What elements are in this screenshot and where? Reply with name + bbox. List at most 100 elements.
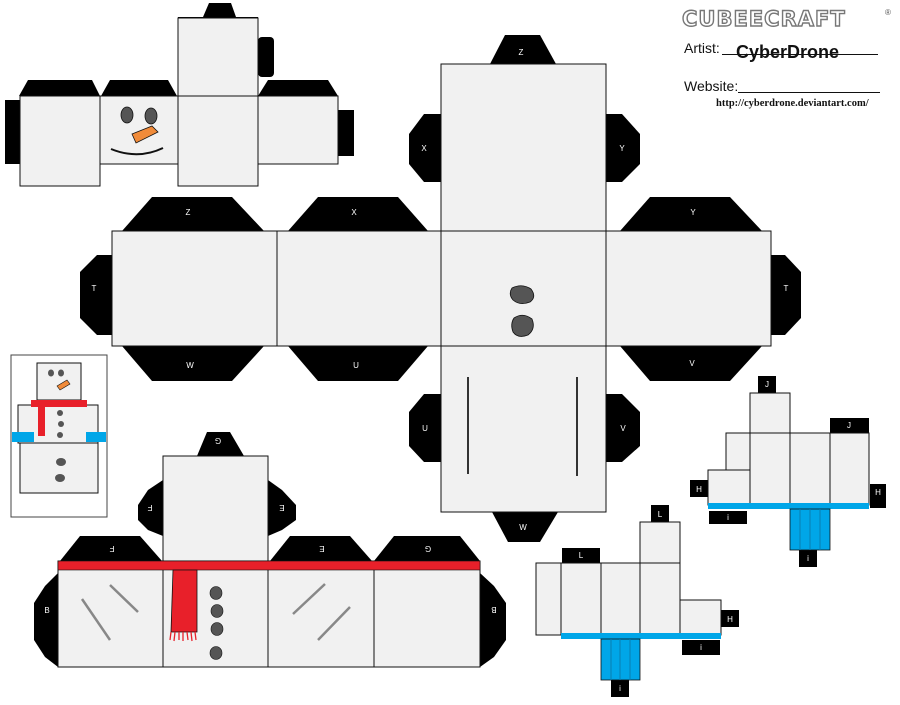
tab-label-y-2: Y [690, 208, 696, 217]
arm2-cuff-strip [561, 633, 721, 639]
body-left-upper-tab-x [409, 114, 441, 182]
preview-coal-2 [55, 474, 65, 482]
tab-label-z-2: Z [186, 208, 191, 217]
tab-label-v-2: V [620, 424, 626, 433]
artist-label: Artist: [684, 40, 720, 56]
arm2-panel-a [560, 562, 602, 636]
tab-label-f-2: F [109, 544, 114, 553]
legs-right-end-tab-b [480, 573, 506, 667]
arm2-bottom-tab-i [682, 640, 720, 655]
tab-label-h-2: H [875, 488, 881, 497]
preview-coal-1 [56, 458, 66, 466]
tab-label-x: X [421, 144, 427, 153]
arm2-cuff-tab-i [611, 680, 629, 697]
arm2-panel-d [535, 562, 562, 636]
arm1-top-panel [749, 392, 791, 434]
head-top-panel [177, 17, 259, 97]
preview-head [36, 362, 82, 401]
preview-scarf-end [38, 405, 45, 436]
body-right-lower-tab-v [606, 394, 640, 462]
tab-label-i: i [727, 513, 729, 522]
tab-label-h: H [696, 485, 702, 494]
tab-label-i-2: i [807, 554, 809, 563]
head-right-end-tab [338, 110, 354, 156]
head-face-panel [99, 95, 179, 165]
tab-label-g: G [215, 436, 221, 445]
scarf-fringe [169, 631, 197, 642]
legs-left-panel [57, 560, 164, 668]
tab-label-v: V [689, 359, 695, 368]
body-top-panel [440, 63, 607, 232]
slit-3 [292, 583, 326, 615]
legs-coal-1 [209, 586, 223, 600]
head-back-panel [177, 95, 259, 187]
artist-underline [722, 54, 878, 55]
preview-cuff-left [12, 432, 34, 442]
preview-nose [56, 379, 71, 391]
body-left-arm-panel [111, 230, 278, 347]
arm1-left-tab-h [690, 480, 708, 497]
tab-label-f: F [147, 503, 152, 512]
arm-right-bottom-tab-v [620, 346, 762, 381]
slit-2 [80, 598, 112, 641]
tab-label-j-2: J [847, 421, 851, 430]
legs-coal-4 [209, 646, 223, 660]
arm-left-bottom-tab-w [122, 346, 264, 381]
arm1-side-tab-j [830, 418, 869, 433]
assembled-preview [10, 354, 108, 518]
head-right-side-tab [258, 37, 274, 77]
body-bottom-tab-w [492, 512, 558, 542]
tab-label-y-right: Y [619, 144, 625, 153]
legs-top-panel [162, 455, 269, 562]
tab-label-i-3: i [700, 643, 702, 652]
tab-label-e-2: E [319, 544, 324, 553]
arm1-top-tab-j [758, 376, 776, 393]
tab-label-l: L [658, 510, 663, 519]
head-left-top-tab [19, 80, 100, 96]
coal-button-2 [511, 314, 534, 337]
arm-net-right: J J H H i i [690, 376, 886, 567]
body-right-upper-tab-y [606, 114, 640, 182]
tab-label-w: W [186, 361, 194, 370]
preview-button-2 [58, 421, 64, 427]
tab-label-b-right: B [491, 605, 496, 614]
arm-left-end-tab-t [80, 255, 112, 335]
legs-right-tab-e [268, 480, 296, 536]
registered-mark: ® [885, 8, 891, 17]
tab-label-t-right: T [784, 284, 789, 293]
legs-left-end-tab-b [34, 573, 58, 667]
arm1-panel-b [749, 432, 791, 506]
arm2-top-tab-l [651, 505, 669, 522]
website-url: http://cyberdrone.deviantart.com/ [716, 98, 869, 109]
tab-label-z: Z [519, 48, 524, 57]
arm1-cuff-tab-i [799, 550, 817, 567]
tab-label-l-2: L [579, 551, 584, 560]
website-underline [738, 92, 880, 93]
body-mid-arm-panel [276, 230, 442, 347]
tab-label-t-left: T [92, 284, 97, 293]
scarf-band [57, 560, 481, 571]
slit-1 [109, 584, 139, 613]
arm2-end-panel [679, 599, 722, 636]
slit-4 [317, 606, 351, 641]
body-top-tab-z [490, 35, 556, 64]
head-left-end-tab [5, 100, 20, 164]
legs-left-tab-f [138, 480, 163, 536]
arm2-top-panel [639, 521, 681, 564]
body-left-lower-tab-u [409, 394, 441, 462]
coal-button-1 [509, 285, 535, 304]
arm-net-left: L L H H i i [535, 505, 739, 697]
tab-label-b-left: B [44, 606, 49, 615]
head-net [5, 3, 354, 187]
arm2-side-tab-l [562, 548, 600, 563]
legs-coal-3 [210, 622, 224, 636]
carrot-nose [131, 125, 159, 144]
head-left-panel [19, 95, 101, 187]
legs-left-top-tab-f [60, 536, 162, 561]
arm1-right-tab-h [870, 484, 886, 508]
arm-mid-top-tab-x [288, 197, 428, 231]
preview-base [19, 442, 99, 494]
legs-top-tab-g [197, 432, 244, 456]
